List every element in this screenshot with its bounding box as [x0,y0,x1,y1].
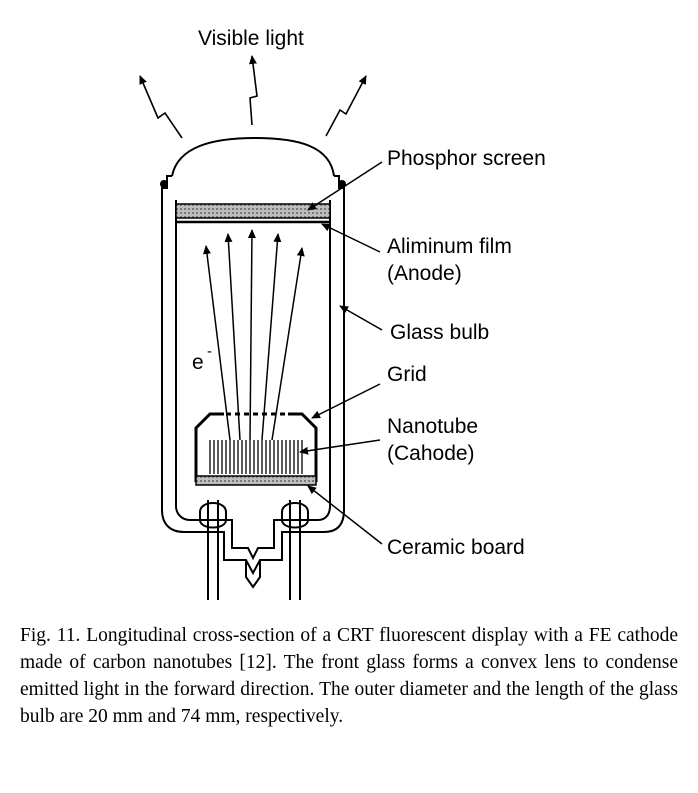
grid-housing [194,412,318,482]
label-ceramic-board: Ceramic board [387,536,525,559]
pin-right [281,500,309,600]
bulb-inner-wall [175,200,331,561]
label-electron-sup: - [207,343,212,360]
pin-left [199,500,227,600]
label-glass-bulb: Glass bulb [390,321,489,344]
leader-nanotube [299,439,381,455]
leader-glass [339,305,383,331]
figure-caption: Fig. 11. Longitudinal cross-section of a… [20,625,678,727]
label-aluminum-film: Aliminum film [387,235,512,258]
nanotube-array [209,440,303,474]
light-ray-center [249,55,258,126]
label-electron: e [192,351,204,374]
label-anode: (Anode) [387,262,462,285]
electron-beams [203,229,305,441]
bulb-outer-wall [161,175,345,576]
label-visible-light: Visible light [198,27,304,50]
light-ray-right [325,75,367,137]
light-ray-left [139,75,183,139]
front-lens [171,136,335,177]
leader-aluminum [321,223,381,253]
ceramic-board [195,475,317,486]
crt-diagram: Visible light Phosphor screen Aliminum f… [139,27,546,600]
label-leaders [299,161,383,545]
glass-bulb [161,136,345,589]
label-phosphor-screen: Phosphor screen [387,147,546,170]
phosphor-screen [175,203,331,219]
seal-dot-left [160,180,168,188]
label-cathode: (Cahode) [387,442,475,465]
leader-phosphor [307,161,383,211]
label-grid: Grid [387,363,427,386]
pins [199,500,309,600]
label-nanotube: Nanotube [387,415,478,438]
light-rays [139,55,367,139]
leader-grid [311,383,381,419]
exhaust-tip [245,560,261,589]
leader-ceramic [307,485,383,545]
